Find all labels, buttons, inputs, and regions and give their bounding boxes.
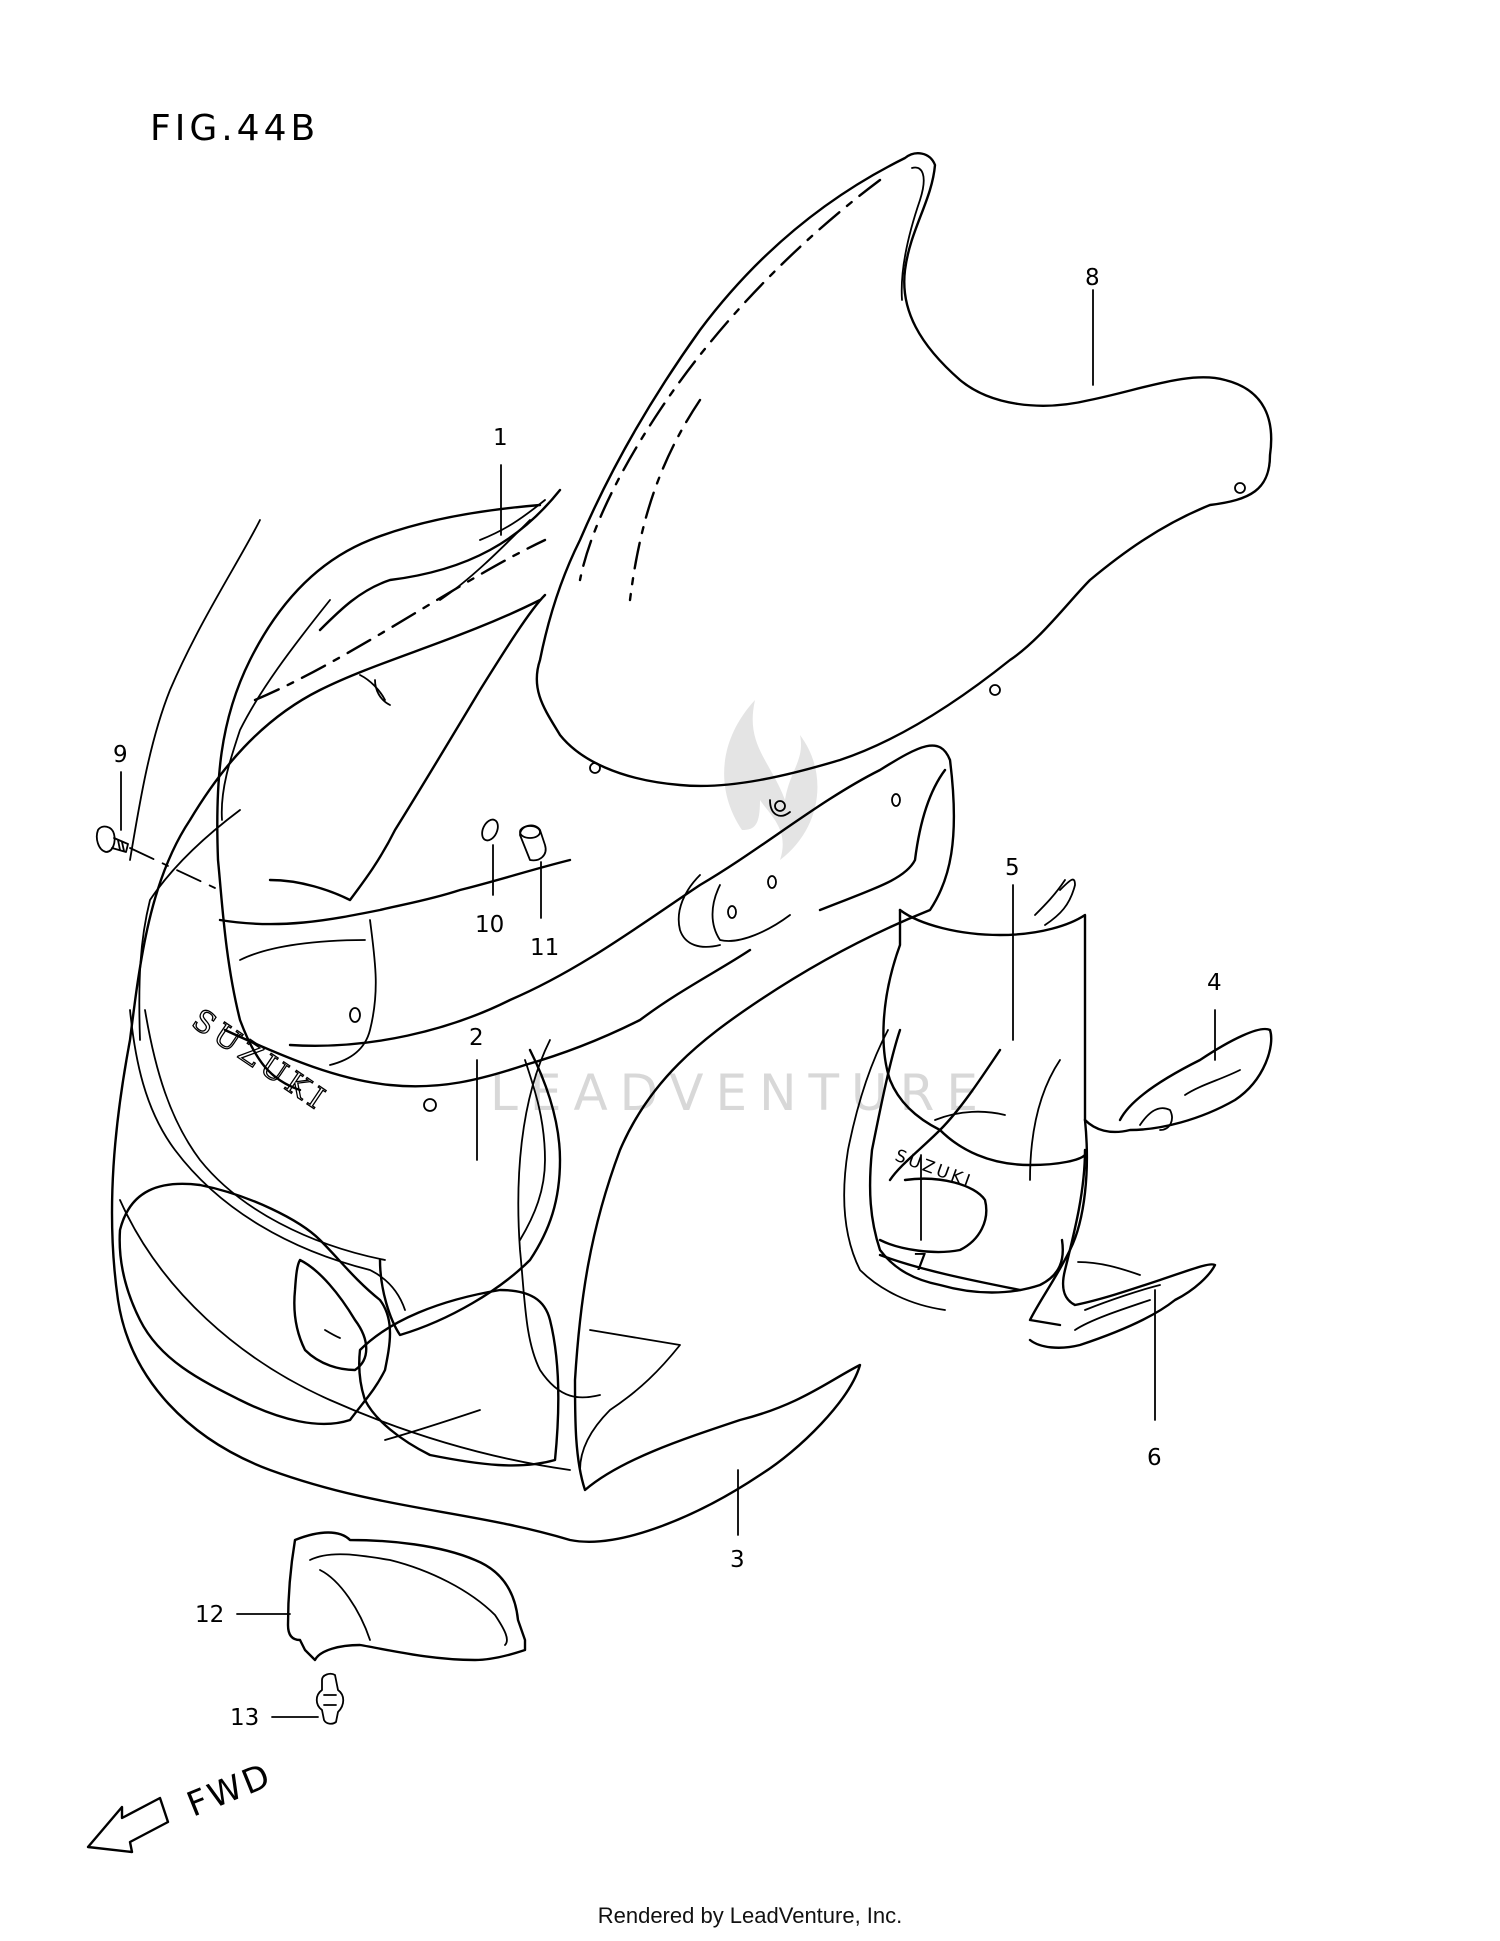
watermark-flame-icon (724, 700, 818, 860)
inner-frame-part-1 (216, 488, 562, 1092)
forward-direction-indicator: FWD (86, 1755, 278, 1854)
callout-13: 13 (230, 1705, 259, 1731)
callout-1: 1 (493, 425, 508, 451)
callouts: 1 2 3 4 5 6 7 8 9 10 11 12 13 (113, 265, 1222, 1731)
brand-logo-text: SUZUKI (186, 1003, 335, 1119)
clip-part-13 (315, 1672, 345, 1725)
screw-part-9 (95, 825, 216, 889)
callout-7: 7 (913, 1250, 928, 1276)
fairing-side-panel (677, 768, 947, 948)
callout-3: 3 (730, 1547, 745, 1573)
callout-12: 12 (195, 1602, 224, 1628)
callout-8: 8 (1085, 265, 1100, 291)
callout-6: 6 (1147, 1445, 1162, 1471)
callout-9: 9 (113, 742, 128, 768)
fairing-lower-openings (118, 1182, 681, 1471)
nut-part-11 (519, 824, 547, 862)
figure-title: FIG.44B (150, 108, 319, 149)
callout-5: 5 (1005, 855, 1020, 881)
footer-credit: Rendered by LeadVenture, Inc. (597, 1903, 903, 1928)
callout-10: 10 (475, 912, 504, 938)
secondary-brand-text: SUZUKI (892, 1146, 975, 1193)
arrow-left-icon (86, 1796, 170, 1854)
inner-panel-part-2: SUZUKI (185, 593, 752, 1337)
watermark: LEADVENTURE (490, 700, 978, 1122)
windscreen-part-8 (535, 152, 1273, 817)
callout-2: 2 (469, 1025, 484, 1051)
fwd-label: FWD (181, 1755, 278, 1825)
callout-4: 4 (1207, 970, 1222, 996)
callout-11: 11 (530, 935, 559, 961)
bracket-part-12 (286, 1531, 527, 1662)
washer-part-10 (481, 818, 499, 842)
